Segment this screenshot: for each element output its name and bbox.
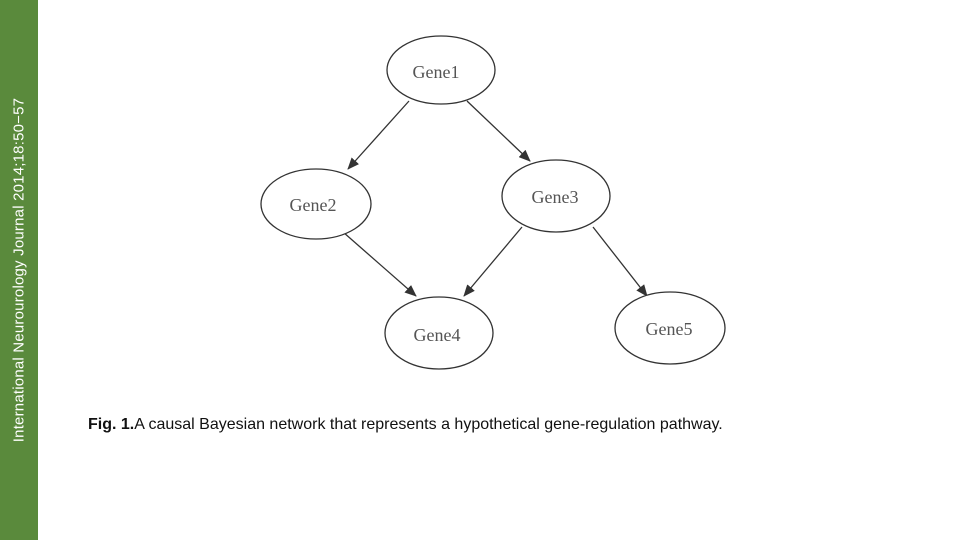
figure-caption-text: A causal Bayesian network that represent…: [134, 416, 723, 433]
node-gene3: Gene3: [501, 159, 611, 233]
node-gene2: Gene2: [260, 168, 372, 240]
node-gene4-label: Gene4: [414, 325, 461, 345]
node-gene2-label: Gene2: [290, 195, 337, 215]
edge-gene3-gene5: [592, 226, 648, 297]
node-gene5: Gene5: [614, 291, 726, 365]
node-gene3-label: Gene3: [532, 187, 579, 207]
node-gene5-label: Gene5: [646, 319, 693, 339]
edge-gene1-gene2: [347, 100, 410, 170]
figure-caption-label: Fig. 1.: [88, 416, 135, 433]
edge-gene3-gene4: [463, 226, 523, 297]
journal-side-band: International Neurourology Journal 2014;…: [0, 0, 38, 540]
figure-caption: Fig. 1.A causal Bayesian network that re…: [88, 416, 723, 434]
edge-gene2-gene4: [342, 231, 417, 297]
node-gene1-label: Gene1: [413, 62, 460, 82]
node-gene1: Gene1: [386, 35, 496, 105]
node-gene4: Gene4: [384, 296, 494, 370]
edge-gene1-gene3: [466, 100, 531, 162]
